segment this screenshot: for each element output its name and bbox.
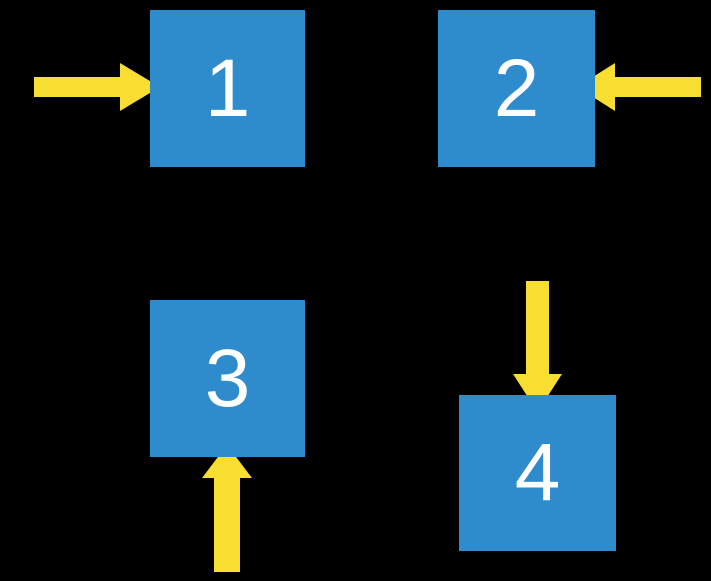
node-box-3[interactable]: 3 xyxy=(150,300,305,457)
node-box-4[interactable]: 4 xyxy=(459,395,616,551)
arrow-left-into-node-2-icon xyxy=(577,63,701,111)
arrow-up-into-node-3-icon xyxy=(202,445,252,572)
node-label-4: 4 xyxy=(514,427,561,518)
node-box-2[interactable]: 2 xyxy=(438,10,595,167)
node-label-2: 2 xyxy=(493,42,540,134)
arrow-down-glyph xyxy=(513,281,562,412)
node-label-3: 3 xyxy=(204,332,251,424)
arrow-up-glyph xyxy=(202,445,252,572)
arrow-right-glyph xyxy=(34,63,160,111)
arrow-left-glyph xyxy=(577,63,701,111)
arrow-down-into-node-4-icon xyxy=(513,281,562,412)
node-box-1[interactable]: 1 xyxy=(150,10,305,167)
arrow-right-into-node-1-icon xyxy=(34,63,160,111)
node-label-1: 1 xyxy=(204,42,251,134)
